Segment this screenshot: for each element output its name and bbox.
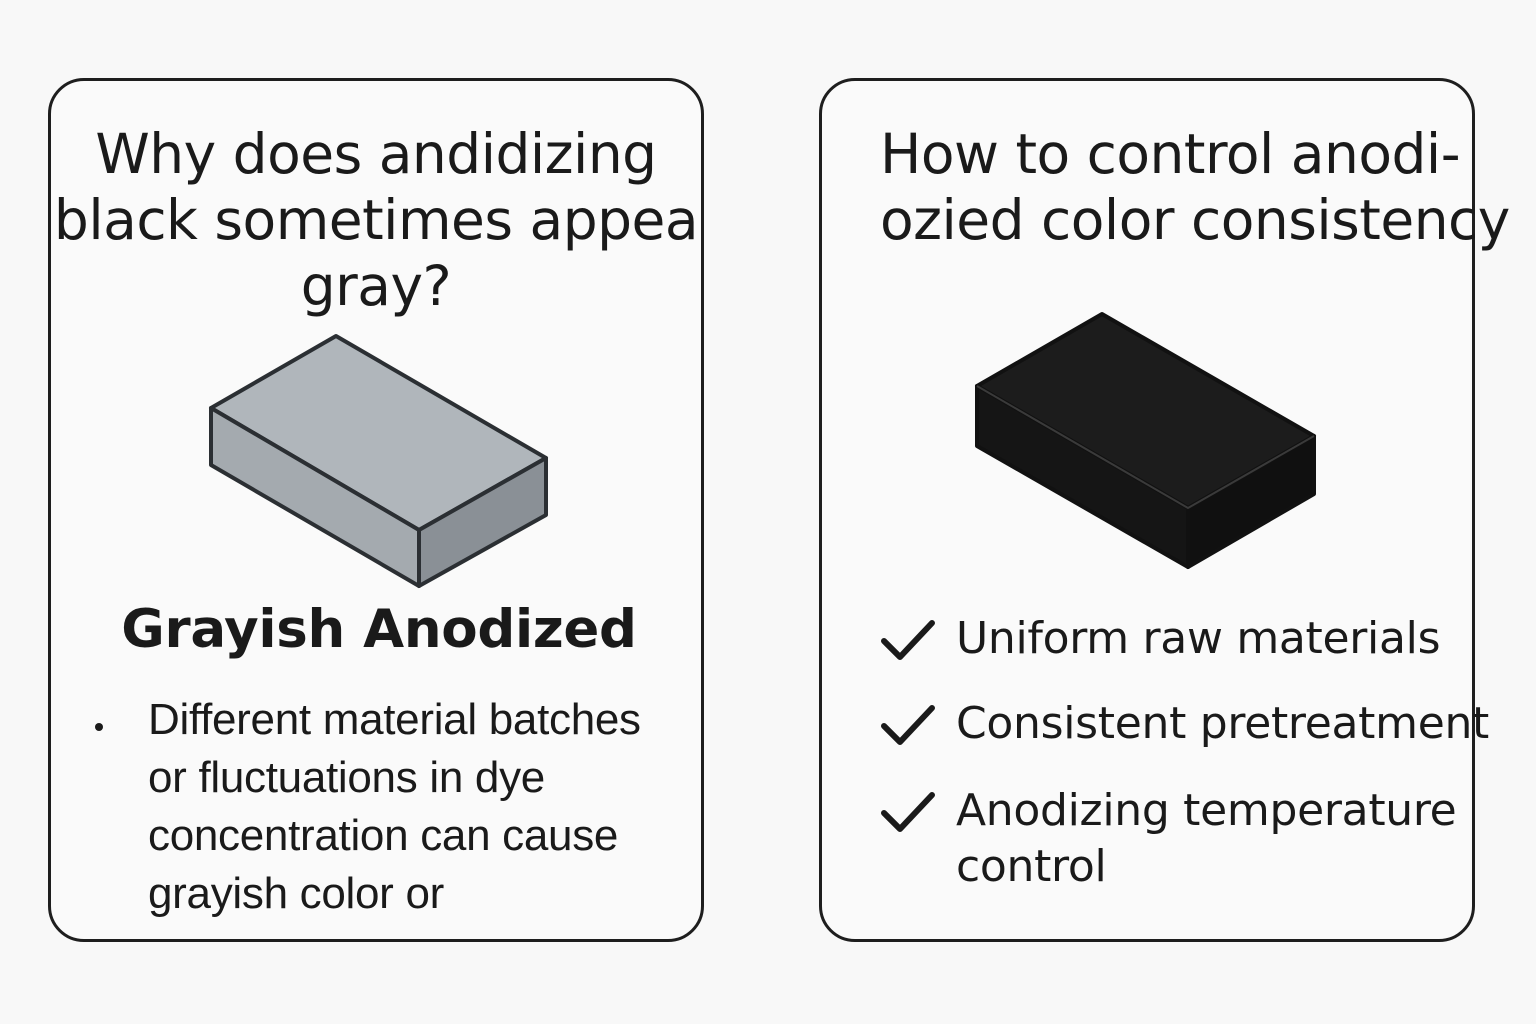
- bullet-line: grayish color or: [148, 869, 444, 918]
- bullet-text: Different material batches or fluctuatio…: [148, 691, 688, 923]
- gray-block-side-face: [417, 456, 548, 588]
- checklist-line: Uniform raw materials: [956, 613, 1441, 664]
- grayish-anodized-card: Why does andidizing black sometimes appe…: [48, 78, 704, 942]
- checklist-line: Anodizing temperature: [956, 785, 1457, 836]
- left-title-line: black sometimes appea: [53, 188, 699, 252]
- bullet-line: Different material batches: [148, 695, 641, 744]
- right-card-title: How to control anodi- ozied color consis…: [880, 121, 1510, 253]
- bullet-line: or fluctuations in dye: [148, 753, 545, 802]
- right-title-line: How to control anodi-: [880, 122, 1461, 186]
- grayish-anodized-heading: Grayish Anodized: [121, 599, 637, 660]
- bullet-line: concentration can cause: [148, 811, 619, 860]
- checkmark-icon: [881, 705, 935, 745]
- color-consistency-card: How to control anodi- ozied color consis…: [819, 78, 1510, 942]
- left-card-title: Why does andidizing black sometimes appe…: [51, 121, 701, 319]
- checklist-line: Consistent pretreatment: [956, 698, 1490, 749]
- right-title-line: ozied color consistency: [880, 188, 1510, 252]
- left-title-line: Why does andidizing: [95, 122, 657, 186]
- checklist-label: Consistent pretreatment: [956, 696, 1489, 752]
- checklist-label: Anodizing temperature control: [956, 783, 1457, 895]
- black-aluminum-block-icon: [975, 312, 1316, 569]
- checkmark-icon: [881, 792, 935, 832]
- left-title-line: gray?: [300, 254, 452, 318]
- checklist-line: control: [956, 841, 1107, 892]
- checkmark-icon: [881, 620, 935, 660]
- checklist-label: Uniform raw materials: [956, 611, 1441, 667]
- bullet-dot: [95, 723, 103, 731]
- gray-aluminum-block-icon: [209, 334, 548, 588]
